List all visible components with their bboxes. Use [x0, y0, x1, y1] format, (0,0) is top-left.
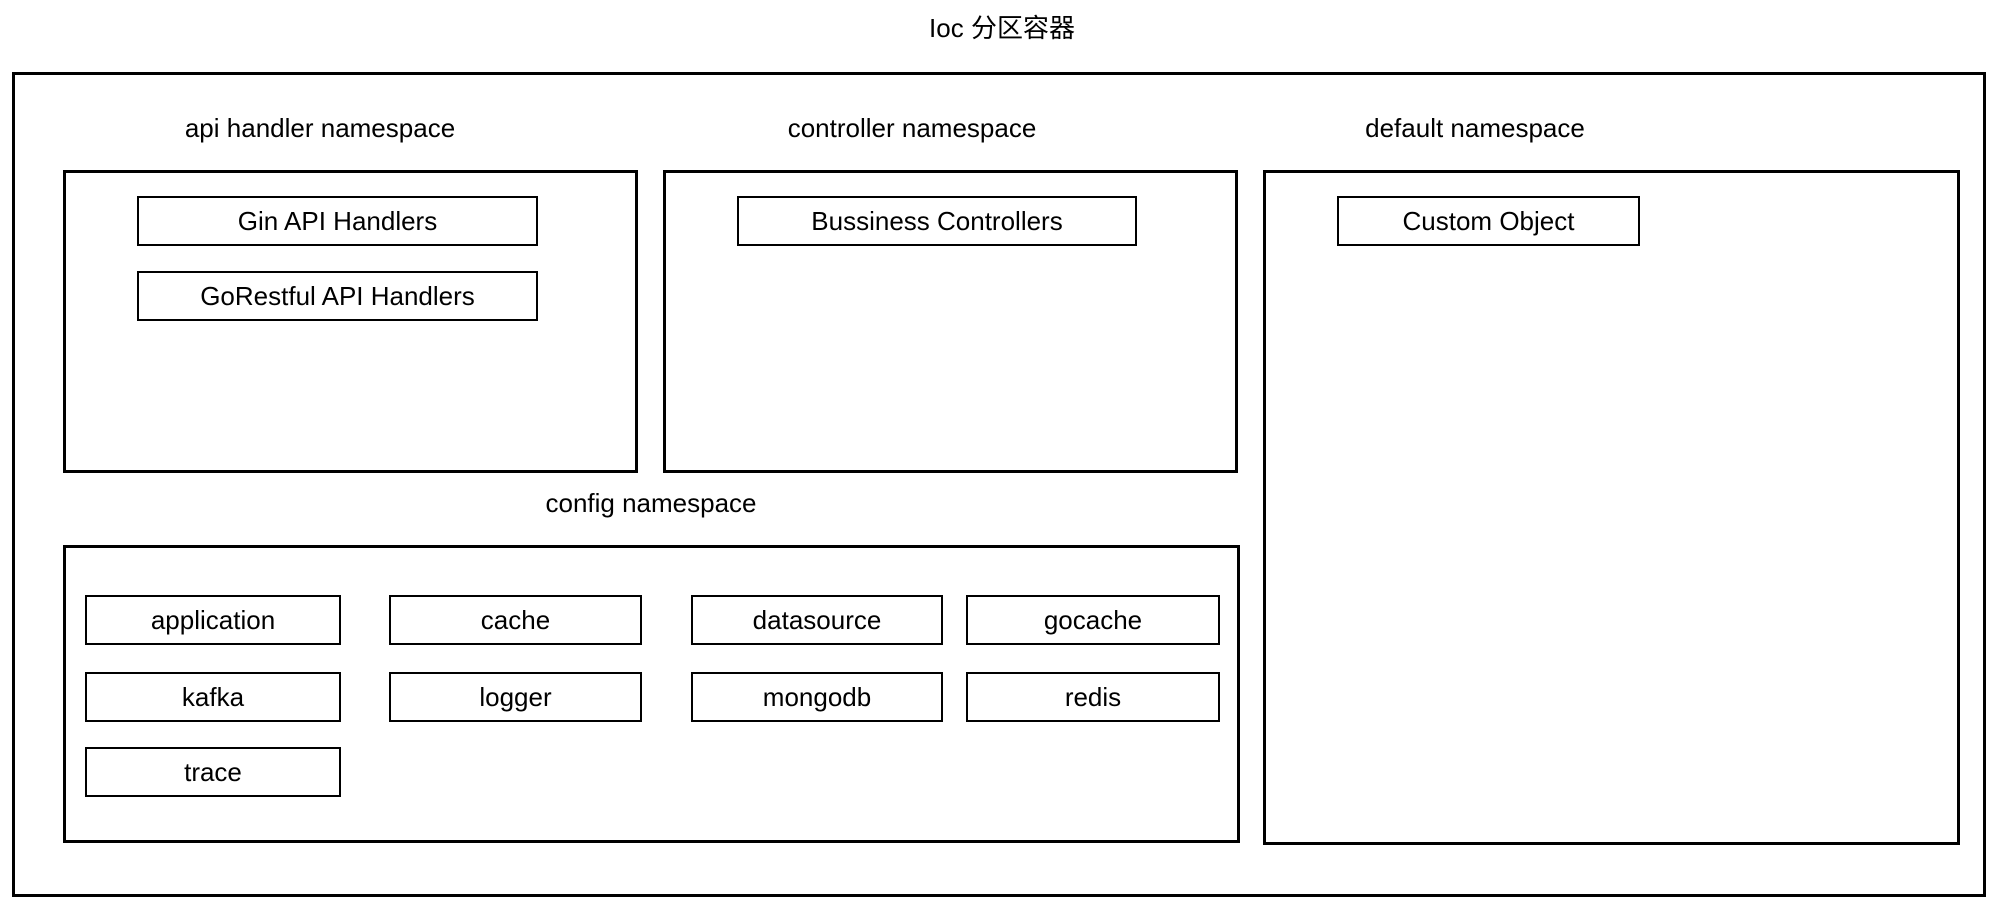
bean-application: application	[85, 595, 341, 645]
default-namespace-label: default namespace	[1365, 113, 1585, 143]
bean-custom-object: Custom Object	[1337, 196, 1640, 246]
controller-namespace-label: controller namespace	[787, 113, 1037, 143]
bean-kafka: kafka	[85, 672, 341, 722]
bean-redis: redis	[966, 672, 1220, 722]
bean-bussiness-controllers: Bussiness Controllers	[737, 196, 1137, 246]
bean-trace: trace	[85, 747, 341, 797]
bean-mongodb: mongodb	[691, 672, 943, 722]
bean-datasource: datasource	[691, 595, 943, 645]
bean-gorestful-api-handlers: GoRestful API Handlers	[137, 271, 538, 321]
api-handler-namespace-label: api handler namespace	[184, 113, 456, 143]
bean-logger: logger	[389, 672, 642, 722]
config-namespace-label: config namespace	[545, 488, 757, 518]
default-namespace-box	[1263, 170, 1960, 845]
bean-gin-api-handlers: Gin API Handlers	[137, 196, 538, 246]
diagram-title: Ioc 分区容器	[929, 13, 1075, 43]
bean-gocache: gocache	[966, 595, 1220, 645]
bean-cache: cache	[389, 595, 642, 645]
